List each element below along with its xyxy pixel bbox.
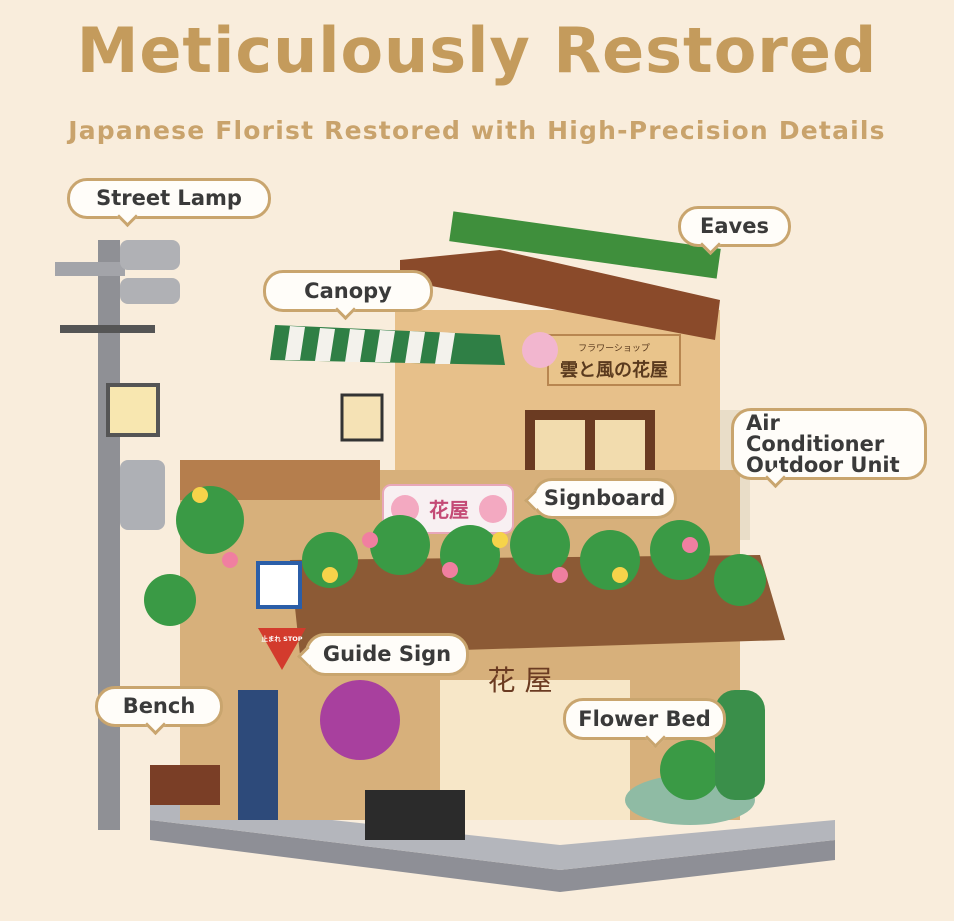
callout-signboard-label: Signboard — [543, 486, 666, 510]
callout-signboard: Signboard — [523, 478, 677, 519]
flower-bed-plants — [660, 740, 720, 800]
callout-flower-bed: Flower Bed — [563, 698, 726, 749]
callout-eaves-label: Eaves — [700, 214, 769, 238]
callout-air-conditioner: Air Conditioner Outdoor Unit — [731, 408, 927, 489]
callout-bench-label: Bench — [122, 694, 196, 718]
street-lamp-arm — [55, 262, 125, 276]
callout-canopy-label: Canopy — [304, 278, 392, 303]
base-plate-top — [150, 800, 835, 870]
callout-canopy: Canopy — [263, 270, 433, 321]
callout-air-conditioner-line2: Outdoor Unit — [746, 452, 900, 477]
shop-sign-board — [547, 334, 681, 386]
canopy-lantern — [340, 393, 384, 442]
signboard-flower-icon — [479, 495, 507, 523]
canopy-stripes — [285, 326, 455, 364]
page-subtitle: Japanese Florist Restored with High-Prec… — [68, 116, 886, 145]
shop-sign-text: 雲と風の花屋 — [560, 359, 668, 381]
callout-street-lamp-label: Street Lamp — [96, 186, 242, 210]
planter — [365, 790, 465, 840]
flower-roof — [290, 555, 785, 655]
street-lamp-box — [120, 460, 165, 530]
cactus — [715, 690, 765, 800]
storefront-text: 花 屋 — [488, 664, 553, 697]
page-title: Meticulously Restored — [76, 14, 878, 87]
purple-flowers — [320, 680, 400, 760]
door — [238, 690, 278, 820]
foliage — [144, 486, 766, 626]
stop-sign-text: 止まれ STOP — [261, 634, 302, 643]
shop-sign-small-text: フラワーショップ — [578, 343, 650, 354]
yellow-flowers — [192, 487, 628, 583]
street-lamp-crossbar — [60, 325, 155, 333]
callout-guide-sign-label: Guide Sign — [322, 642, 452, 666]
bench — [150, 765, 220, 805]
pink-flowers — [222, 532, 698, 583]
callout-air-conditioner-line1: Air Conditioner — [746, 410, 885, 456]
guide-sign — [256, 561, 302, 609]
pink-flower — [522, 332, 558, 368]
callout-bench: Bench — [95, 686, 223, 736]
signboard-text: 花屋 — [429, 498, 469, 522]
street-lamp-transformer — [120, 240, 180, 270]
street-lamp-transformer — [120, 278, 180, 304]
street-lamp-light — [106, 383, 160, 437]
callout-flower-bed-label: Flower Bed — [578, 706, 711, 731]
base-plate — [150, 820, 835, 892]
callout-guide-sign: Guide Sign — [296, 633, 469, 676]
stop-sign — [258, 628, 306, 670]
eaves-roof — [400, 250, 720, 340]
callout-eaves: Eaves — [678, 206, 791, 256]
callout-street-lamp: Street Lamp — [67, 178, 271, 228]
roof-plants — [449, 211, 721, 279]
